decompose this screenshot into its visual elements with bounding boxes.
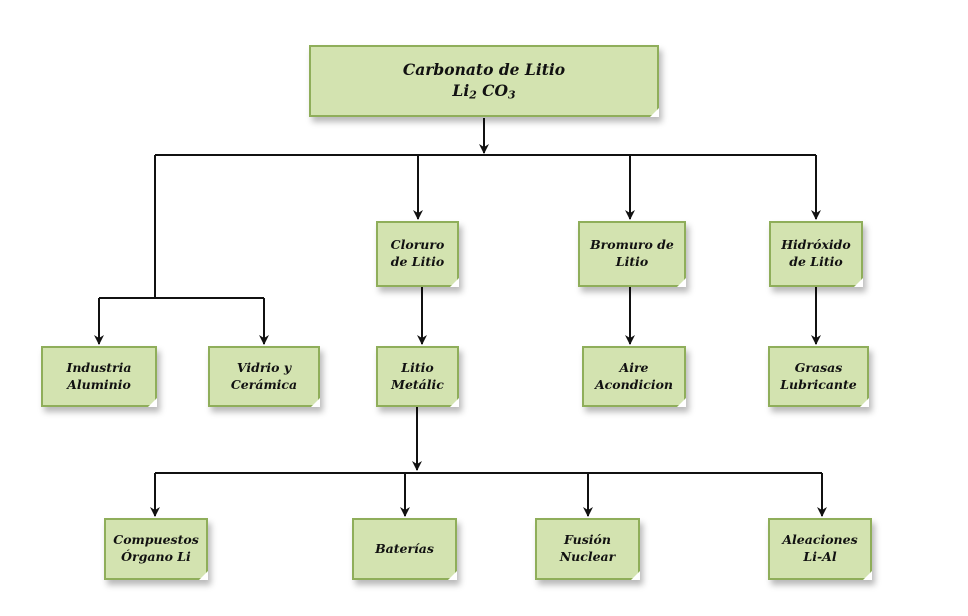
node-aleaciones-line2: Li-Al [803, 549, 837, 564]
node-cloruro-line2: de Litio [390, 254, 445, 269]
node-compuestos-line1: Compuestos [113, 532, 199, 548]
node-hidroxido-line2: de Litio [789, 254, 843, 269]
node-fusion-line2: Nuclear [559, 549, 616, 564]
node-carbonato-de-litio: Carbonato de Litio Li2 CO3 [309, 45, 659, 117]
node-litio-line2: Metálic [391, 376, 444, 392]
node-hidroxido-de-litio: Hidróxido de Litio [769, 221, 863, 287]
node-vidrio-y-ceramica: Vidrio y Cerámica [208, 346, 320, 407]
node-bromuro-line1: Bromuro de [590, 237, 674, 253]
node-carbonato-label: Carbonato de Litio [402, 59, 566, 79]
node-aleaciones-li-al: Aleaciones Li-Al [768, 518, 872, 580]
node-litio-line1: Litio [401, 359, 434, 375]
node-vidrio-line2: Cerámica [230, 376, 298, 392]
node-grasas-line2: Lubricante [780, 376, 857, 392]
node-vidrio-line1: Vidrio y [236, 359, 292, 375]
node-compuestos-line2: Órgano Li [121, 549, 191, 564]
node-aleaciones-line1: Aleaciones [782, 532, 858, 548]
node-baterias-line1: Baterías [375, 540, 434, 556]
node-hidroxido-line1: Hidróxido [781, 237, 851, 253]
node-grasas-line1: Grasas [794, 359, 843, 375]
node-compuestos-organo-li: Compuestos Órgano Li [104, 518, 208, 580]
node-fusion-line1: Fusión [564, 532, 611, 548]
node-aire-line1: Aire [619, 359, 649, 375]
node-carbonato-formula: Li2 CO3 [452, 81, 516, 103]
node-baterias: Baterías [352, 518, 457, 580]
node-aire-acondicion: Aire Acondicion [582, 346, 686, 407]
node-cloruro-line1: Cloruro [390, 237, 445, 253]
node-industria-line2: Aluminio [67, 376, 131, 392]
node-fusion-nuclear: Fusión Nuclear [535, 518, 640, 580]
node-grasas-lubricante: Grasas Lubricante [768, 346, 869, 407]
node-litio-metalic: Litio Metálic [376, 346, 459, 407]
node-industria-line1: Industria [66, 359, 132, 375]
node-cloruro-de-litio: Cloruro de Litio [376, 221, 459, 287]
node-industria-aluminio: Industria Aluminio [41, 346, 157, 407]
node-bromuro-line2: Litio [615, 254, 649, 269]
node-aire-line2: Acondicion [594, 376, 673, 392]
node-bromuro-de-litio: Bromuro de Litio [578, 221, 686, 287]
